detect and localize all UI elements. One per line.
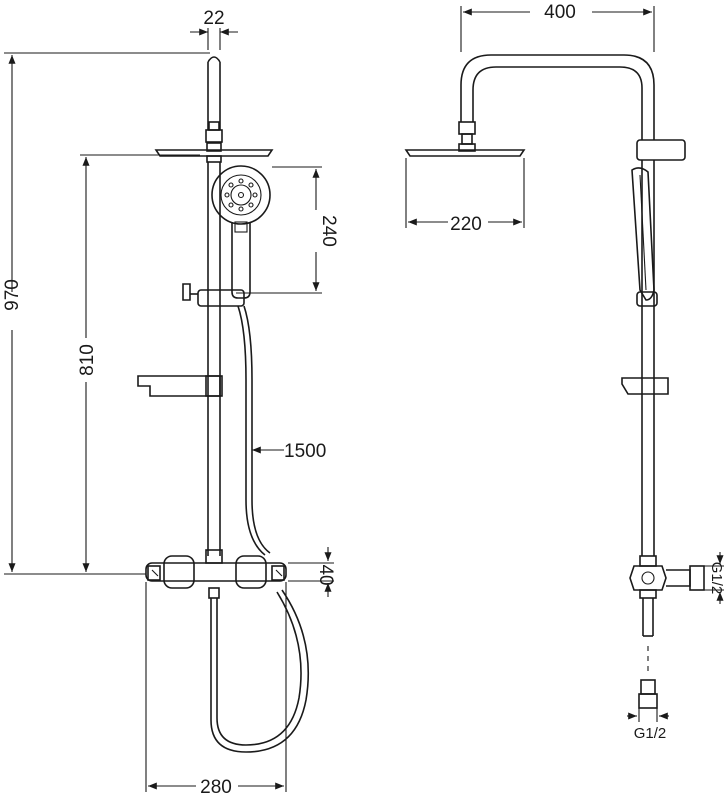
dim-inlet-thread-bottom: G1/2 — [634, 725, 667, 742]
dim-mixer-height: 40 — [315, 564, 336, 585]
dim-pipe-diameter: 22 — [203, 8, 224, 29]
dim-mixer-width: 280 — [200, 777, 232, 797]
dim-slide-height: 810 — [77, 344, 98, 376]
dim-inlet-thread-side: G1/2 — [708, 562, 725, 595]
dim-hose-length: 1500 — [284, 441, 326, 462]
front-dimensions: 22 970 810 240 1500 40 280 — [2, 8, 339, 798]
dim-arm-reach: 400 — [544, 2, 576, 23]
side-view — [404, 54, 705, 709]
dim-hand-shower-drop: 240 — [318, 215, 339, 247]
front-view — [137, 56, 309, 753]
dim-head-diameter: 220 — [450, 214, 482, 235]
side-dimensions: 400 220 G1/2 G1/2 — [405, 2, 725, 742]
dim-total-height: 970 — [2, 279, 23, 311]
